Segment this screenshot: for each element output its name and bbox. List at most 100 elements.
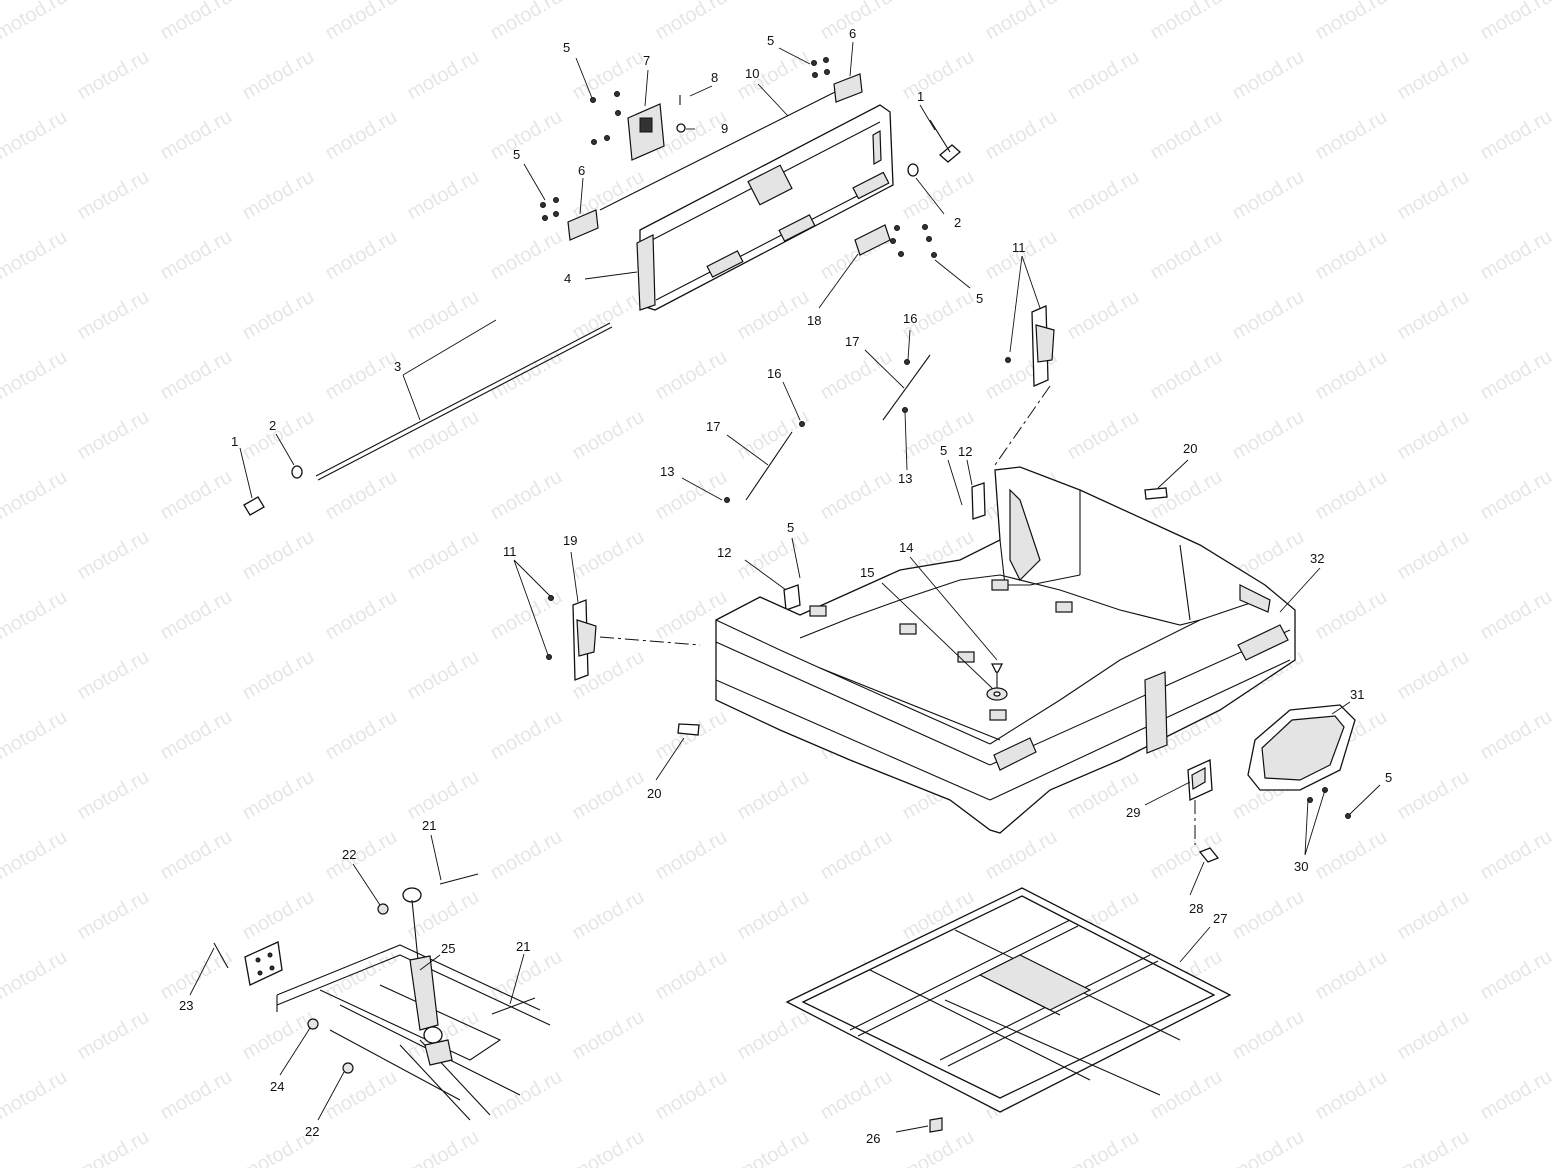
watermark-text: motod.ru [322,946,401,1005]
watermark-text: motod.ru [1229,166,1308,225]
watermark-text: motod.ru [982,226,1061,285]
watermark-text: motod.ru [569,406,648,465]
watermark-text: motod.ru [1477,706,1556,765]
callout-3: 3 [394,359,401,374]
callout-19: 19 [563,533,577,548]
callout-14: 14 [899,540,913,555]
watermark-text: motod.ru [1394,1006,1473,1065]
watermark-text: motod.ru [74,766,153,825]
callout-1-a: 1 [917,89,924,104]
watermark-text: motod.ru [1147,0,1226,44]
watermark-text: motod.ru [157,0,236,44]
watermark-text: motod.ru [734,886,813,945]
watermark-text: motod.ru [322,346,401,405]
watermark-text: motod.ru [322,1066,401,1125]
watermark-text: motod.ru [1394,526,1473,585]
watermark-text: motod.ru [74,1126,153,1168]
watermark-text: motod.ru [239,406,318,465]
watermark-text: motod.ru [1394,766,1473,825]
watermark-text: motod.ru [817,826,896,885]
tailgate-end-cap [636,234,656,311]
screws-5 [540,57,937,258]
watermark-text: motod.ru [74,166,153,225]
watermark-text: motod.ru [404,1126,483,1168]
watermark-text: motod.ru [652,1066,731,1125]
callout-15: 15 [860,565,874,580]
watermark-text: motod.ru [1312,466,1391,525]
latch-bracket-19-upper [1031,305,1055,387]
watermark-text: motod.ru [1477,0,1556,44]
hinge-6-right [833,73,863,103]
callout-31: 31 [1350,687,1364,702]
washer-2-lower [291,465,303,479]
watermark-text: motod.ru [1477,946,1556,1005]
watermark-text: motod.ru [1064,406,1143,465]
watermark-text: motod.ru [157,706,236,765]
callout-16-a: 16 [903,311,917,326]
callout-7: 7 [643,53,650,68]
bolt-28 [1198,847,1220,863]
watermark-text: motod.ru [322,226,401,285]
screws-11 [546,357,1011,660]
callout-25: 25 [441,941,455,956]
watermark-text: motod.ru [487,706,566,765]
watermark-text: motod.ru [157,106,236,165]
callout-6-a: 6 [849,26,856,41]
watermark-text: motod.ru [1312,826,1391,885]
watermark-text: motod.ru [1394,886,1473,945]
watermark-text: motod.ru [0,106,71,165]
callout-20-b: 20 [647,786,661,801]
callout-28: 28 [1189,901,1203,916]
watermark-text: motod.ru [1064,46,1143,105]
callout-5-f: 5 [787,520,794,535]
lift-cylinder-25 [402,887,453,1066]
watermark-text: motod.ru [0,586,71,645]
watermark-text: motod.ru [1229,886,1308,945]
watermark-text: motod.ru [734,286,813,345]
bolt-1-upper [929,119,962,163]
hinge-6-left [567,209,599,241]
leader-lines [189,41,1381,1133]
watermark-text: motod.ru [0,706,71,765]
watermark-text: motod.ru [1229,1126,1308,1168]
latch-bracket-19-lower [572,599,597,681]
watermark-text: motod.ru [1147,226,1226,285]
watermark-text: motod.ru [982,0,1061,44]
watermark-text: motod.ru [817,1066,896,1125]
callout-17-b: 17 [706,419,720,434]
pad-20-right [1144,487,1168,500]
side-bracket-29 [1187,759,1213,801]
watermark-text: motod.ru [74,1006,153,1065]
callout-23: 23 [179,998,193,1013]
watermark-text: motod.ru [734,526,813,585]
bolt-23 [213,942,229,969]
watermark-text: motod.ru [322,0,401,44]
watermark-text: motod.ru [1147,346,1226,405]
bolt-21-lower [491,997,536,1015]
callout-29: 29 [1126,805,1140,820]
watermark-text: motod.ru [239,166,318,225]
watermark-text: motod.ru [0,0,71,44]
callout-17-a: 17 [845,334,859,349]
watermark-text: motod.ru [734,1006,813,1065]
watermark-text: motod.ru [74,646,153,705]
callout-4: 4 [564,271,571,286]
watermark-text: motod.ru [1147,1066,1226,1125]
label-plate-18 [854,224,891,256]
watermark-text: motod.ru [1312,1066,1391,1125]
watermark-text: motod.ru [322,106,401,165]
watermark-text: motod.ru [0,946,71,1005]
watermark-text: motod.ru [1312,586,1391,645]
callout-22-b: 22 [305,1124,319,1139]
bolt-14 [990,663,1004,690]
watermark-text: motod.ru [1229,1006,1308,1065]
watermark-text: motod.ru [487,346,566,405]
callout-30: 30 [1294,859,1308,874]
nuts-22-24 [307,903,389,1074]
callout-22-a: 22 [342,847,356,862]
cargo-box-32 [715,466,1296,834]
watermark-text: motod.ru [1394,286,1473,345]
callout-21-a: 21 [422,818,436,833]
watermark-text: motod.ru [899,1126,978,1168]
